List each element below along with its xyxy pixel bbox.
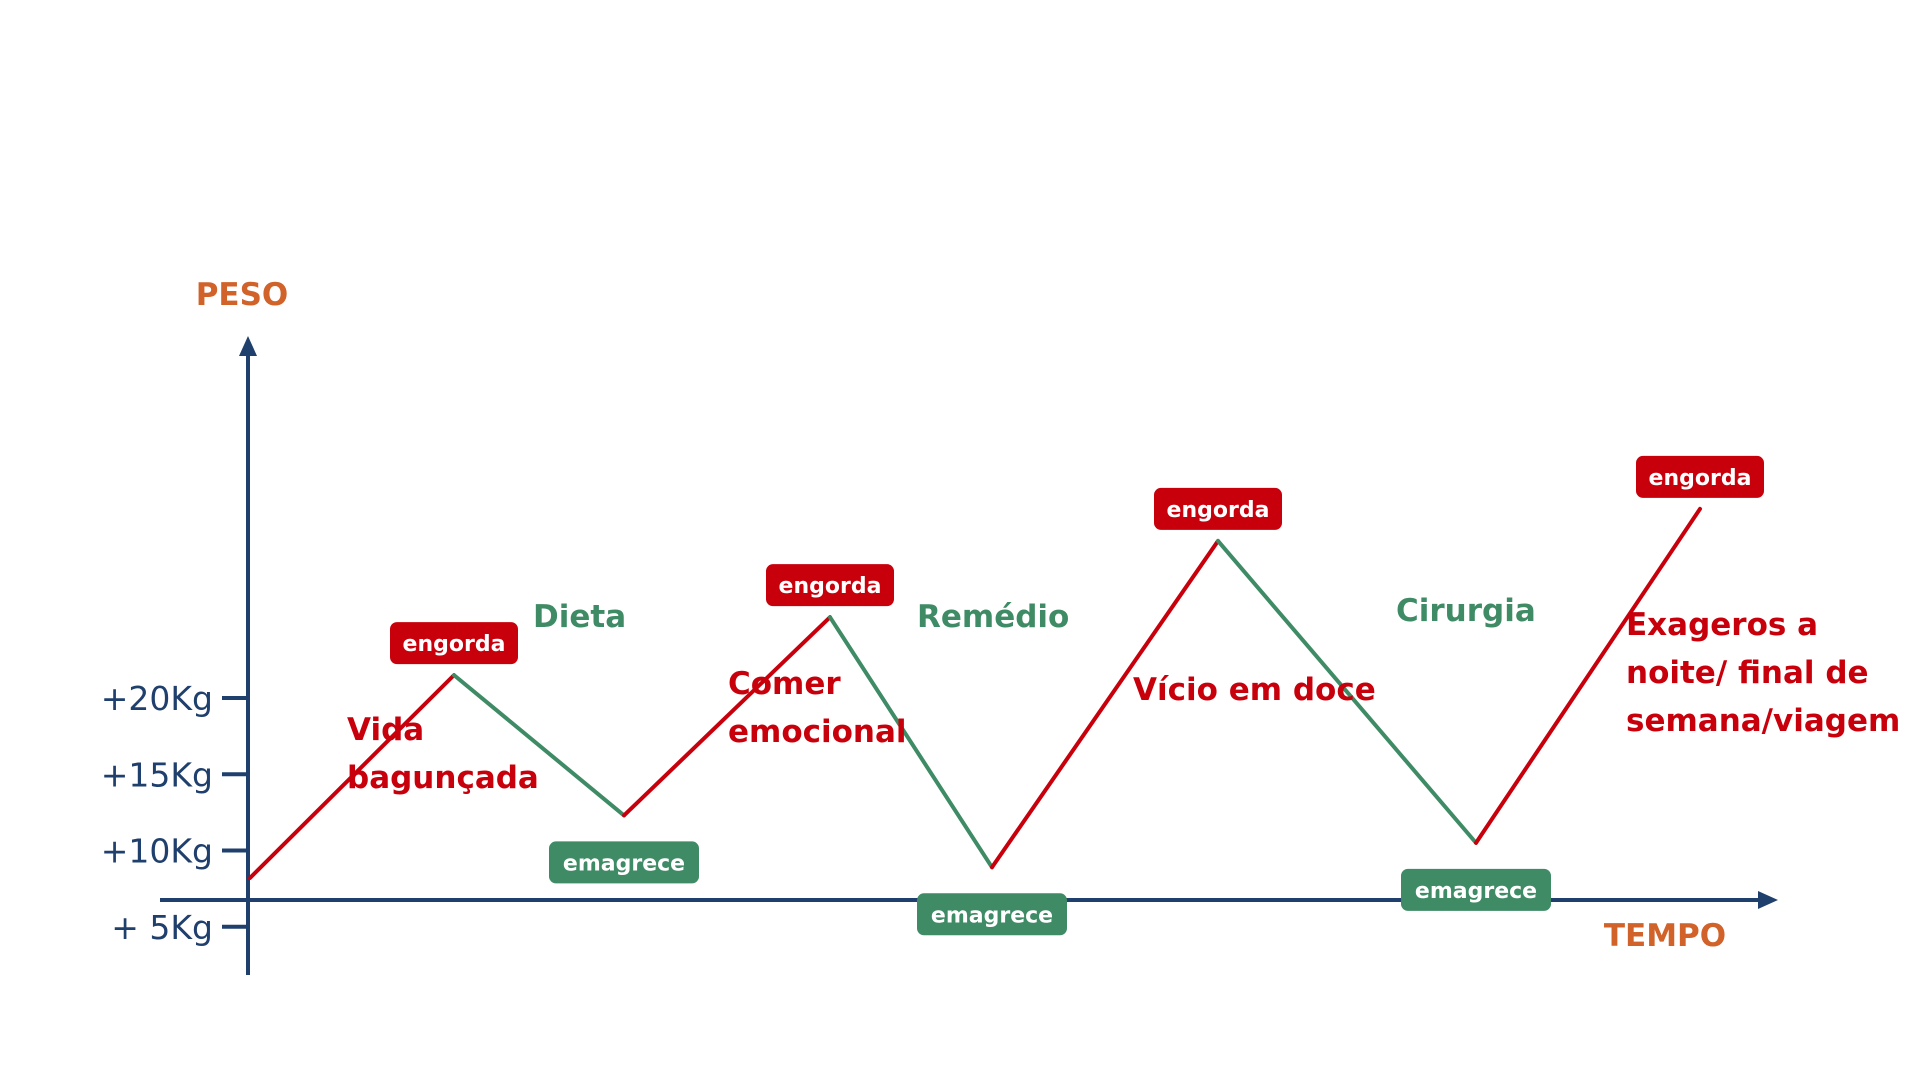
point-tags: engorda emagrece engorda emagrece engorda ema… bbox=[390, 455, 1764, 936]
series-segment-up bbox=[622, 615, 832, 818]
series-line bbox=[248, 506, 1702, 880]
point-tag-badge bbox=[766, 564, 894, 607]
segment-annotation: Comer bbox=[728, 666, 841, 702]
segment-annotation: Vida bbox=[347, 712, 424, 748]
segment-annotation: semana/viagem bbox=[1626, 703, 1900, 739]
point-tag-label: engorda bbox=[779, 574, 882, 599]
point-tag-label: engorda bbox=[403, 632, 506, 657]
point-tag-badge bbox=[390, 622, 518, 665]
x-axis-title: TEMPO bbox=[1604, 918, 1726, 954]
point-tag-label: engorda bbox=[1167, 498, 1270, 523]
point-tag-badge bbox=[917, 893, 1067, 936]
y-tick-label: +10Kg bbox=[101, 832, 213, 871]
series-segment-down bbox=[1216, 538, 1478, 845]
y-axis-title: PESO bbox=[196, 277, 289, 313]
y-axis-arrow bbox=[239, 336, 257, 356]
point-tag-label: emagrece bbox=[931, 903, 1053, 928]
series-segment-up bbox=[248, 673, 456, 880]
y-tick-label: +20Kg bbox=[101, 679, 213, 718]
segment-annotation: Cirurgia bbox=[1396, 593, 1536, 629]
point-tag-badge bbox=[549, 841, 699, 884]
segment-annotation: emocional bbox=[728, 714, 907, 750]
series-segment-down bbox=[828, 615, 994, 870]
segment-annotation: noite/ final de bbox=[1626, 655, 1869, 691]
y-ticks: +20Kg +15Kg +10Kg + 5Kg bbox=[101, 679, 248, 947]
segment-annotation: bagunçada bbox=[347, 760, 539, 796]
point-tag-badge bbox=[1401, 868, 1551, 911]
x-axis-arrow bbox=[1758, 891, 1778, 909]
segment-annotation: Exageros a bbox=[1626, 607, 1818, 643]
point-tag-label: emagrece bbox=[1415, 879, 1537, 904]
segment-annotation: Vício em doce bbox=[1133, 672, 1376, 708]
y-tick-label: + 5Kg bbox=[111, 908, 213, 947]
point-tag-badge bbox=[1636, 455, 1764, 498]
segment-annotation: Dieta bbox=[533, 599, 626, 635]
point-tag-badge bbox=[1154, 487, 1282, 530]
point-tag-label: engorda bbox=[1649, 466, 1752, 491]
point-tag-label: emagrece bbox=[563, 851, 685, 876]
series-segment-up bbox=[1474, 506, 1702, 845]
series-segment-down bbox=[452, 673, 626, 818]
segment-annotation: Remédio bbox=[917, 599, 1069, 635]
y-tick-label: +15Kg bbox=[101, 755, 213, 794]
series-segment-up bbox=[990, 538, 1220, 870]
